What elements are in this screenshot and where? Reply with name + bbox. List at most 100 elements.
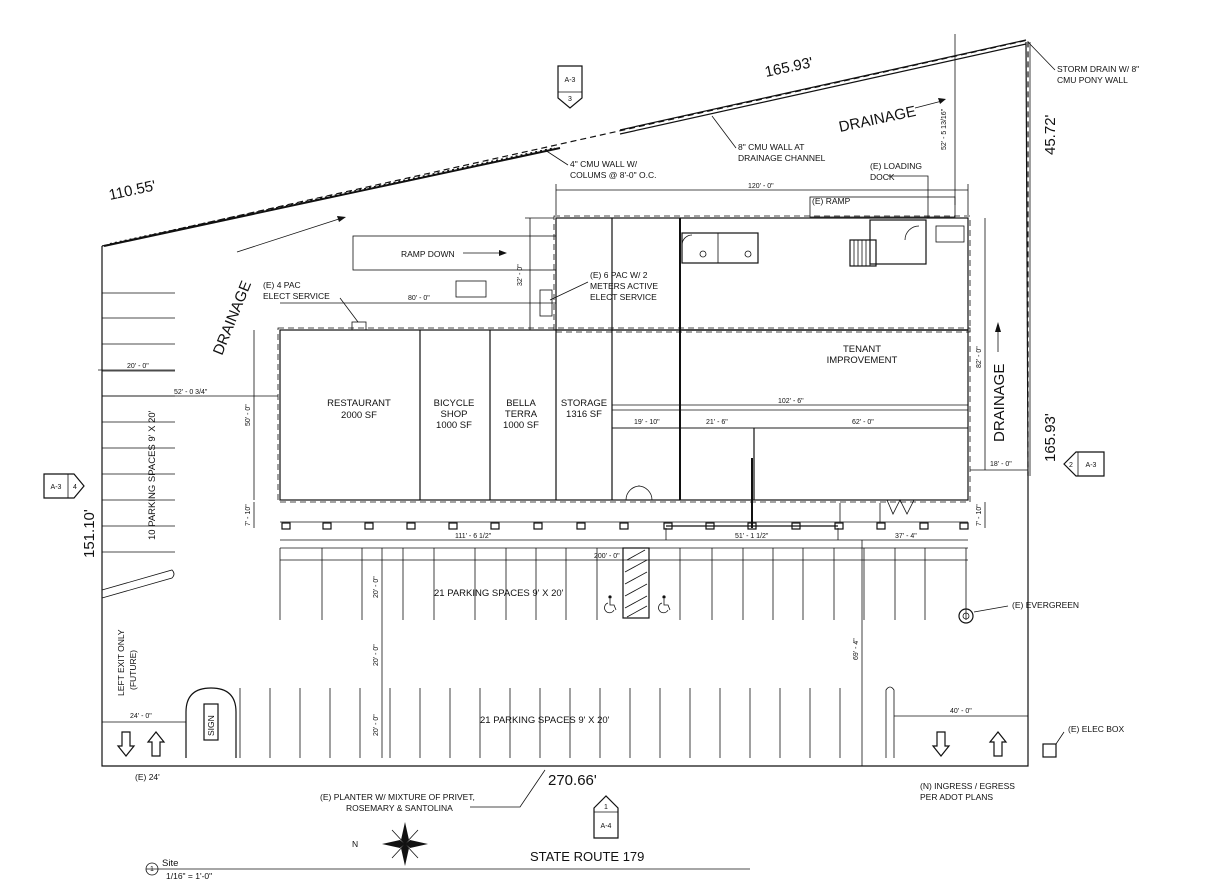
bella-terra-name-line1: BELLA [506,398,536,409]
loading-dock-note-line2: DOCK [870,172,895,182]
dim-24: 24' - 0" [130,713,152,720]
property-boundary [101,34,1029,767]
cmu-walls [103,39,1031,477]
dim-20-a: 20' - 0" [373,576,380,598]
storage-name: STORAGE [561,398,607,409]
drainage-label-left: DRAINAGE [210,278,255,357]
evergreen-tree-icon [958,608,974,624]
arrow-up-icon [995,322,1001,332]
planter-note-line2: ROSEMARY & SANTOLINA [346,803,453,813]
storage-area: 1316 SF [566,409,602,420]
bicycle-shop-name-line2: SHOP [441,409,468,420]
planter-note-line1: (E) PLANTER W/ MIXTURE OF PRIVET, [320,792,475,802]
dim-37: 37' - 4" [895,533,917,540]
building [277,196,971,528]
dim-51: 51' - 1 1/2" [735,533,769,540]
dim-32: 32' - 0" [517,264,524,286]
section-top-sheet: A-3 [565,77,576,84]
dim-21: 21' - 6" [706,419,728,426]
boundary-east-lower-length: 165.93' [1042,413,1059,462]
state-route-label: STATE ROUTE 179 [530,849,644,864]
dim-69: 69' - 4" [853,638,860,660]
bella-terra-area: 1000 SF [503,420,539,431]
dim-200: 200' - 0" [594,553,620,560]
pac6-note-line3: ELECT SERVICE [590,292,657,302]
dim-102: 102' - 6" [778,398,804,405]
section-left-sheet: A-3 [51,484,62,491]
title-block [145,862,750,876]
section-marker-icon [593,795,619,839]
dim-111: 111' - 6 1/2" [455,533,492,540]
evergreen-note: (E) EVERGREEN [1012,600,1079,610]
cmu-wall-4-note-line2: COLUMS @ 8'-0" O.C. [570,170,656,180]
e24-note: (E) 24' [135,772,160,782]
section-right-sheet: A-3 [1086,462,1097,469]
dim-80: 80' - 0" [408,295,430,302]
accessible-parking-icon [604,595,617,614]
section-top-num: 3 [568,96,572,103]
accessible-parking-icon [658,595,671,614]
section-marker-icon [1063,451,1105,477]
dim-40: 40' - 0" [950,708,972,715]
middle-parking [279,547,968,620]
pac4-note-line2: ELECT SERVICE [263,291,330,301]
south-parking [239,686,895,758]
dim-7-left: 7' - 10" [245,504,252,526]
dim-120: 120' - 0" [748,183,774,190]
bella-terra-name-line2: TERRA [505,409,538,420]
canopy-columns [280,503,969,530]
west-parking-label: 10 PARKING SPACES 9' X 20' [147,410,158,540]
dim-82: 82' - 0" [976,346,983,368]
section-bottom-num: 1 [604,804,608,811]
dimension-lines [98,184,1028,766]
dim-62: 62' - 0" [852,419,874,426]
section-marker-icon [43,473,85,499]
tenant-improvement-line2: IMPROVEMENT [827,355,898,366]
dim-20-b: 20' - 0" [373,644,380,666]
cmu-wall-8-note-line1: 8" CMU WALL AT [738,142,804,152]
left-exit-line1: LEFT EXIT ONLY [116,629,126,696]
ingress-note-line2: PER ADOT PLANS [920,792,993,802]
dim-50: 50' - 0" [245,404,252,426]
north-arrow-icon [382,822,428,866]
arrow-right-icon [938,98,946,104]
arrow-down-icon [931,731,951,757]
section-marker-icon [557,65,583,109]
dim-20-c: 20' - 0" [373,714,380,736]
storm-drain-note-line1: STORM DRAIN W/ 8" [1057,64,1139,74]
restaurant-area: 2000 SF [341,410,377,421]
dim-19: 19' - 10" [634,419,660,426]
sign-label: SIGN [206,715,216,736]
cmu-wall-8-note-line2: DRAINAGE CHANNEL [738,153,826,163]
title-name: Site [162,858,178,869]
dim-7-right: 7' - 10" [976,504,983,526]
south-parking-label: 21 PARKING SPACES 9' X 20' [480,715,610,726]
ingress-note-line1: (N) INGRESS / EGRESS [920,781,1015,791]
boundary-south-length: 270.66' [548,772,597,789]
arrow-up-icon [146,731,166,757]
west-parking [101,292,175,599]
dim-52-5: 52' - 5 13/16" [941,108,948,150]
middle-parking-label: 21 PARKING SPACES 9' X 20' [434,588,564,599]
pac6-note-line1: (E) 6 PAC W/ 2 [590,270,648,280]
title-number: 1 [150,866,154,873]
drainage-label-top: DRAINAGE [837,103,917,136]
boundary-east-upper-length: 45.72' [1042,114,1059,155]
cmu-wall-4-note-line1: 4" CMU WALL W/ [570,159,638,169]
dim-18: 18' - 0" [990,461,1012,468]
section-right-num: 2 [1069,462,1073,469]
dim-52-0: 52' - 0 3/4" [174,389,208,396]
arrow-down-icon [116,731,136,757]
tenant-improvement-line1: TENANT [843,344,881,355]
bicycle-shop-name-line1: BICYCLE [434,398,475,409]
north-arrow-label: N [352,839,358,849]
left-exit-line2: (FUTURE) [128,650,138,690]
arrow-up-icon [988,731,1008,757]
boundary-north-west-length: 110.55' [107,177,157,204]
restaurant-name: RESTAURANT [327,398,391,409]
ramp-down-label: RAMP DOWN [401,249,455,259]
section-bottom-sheet: A-4 [601,823,612,830]
drainage-label-right: DRAINAGE [991,364,1008,442]
boundary-north-east-length: 165.93' [763,54,814,81]
